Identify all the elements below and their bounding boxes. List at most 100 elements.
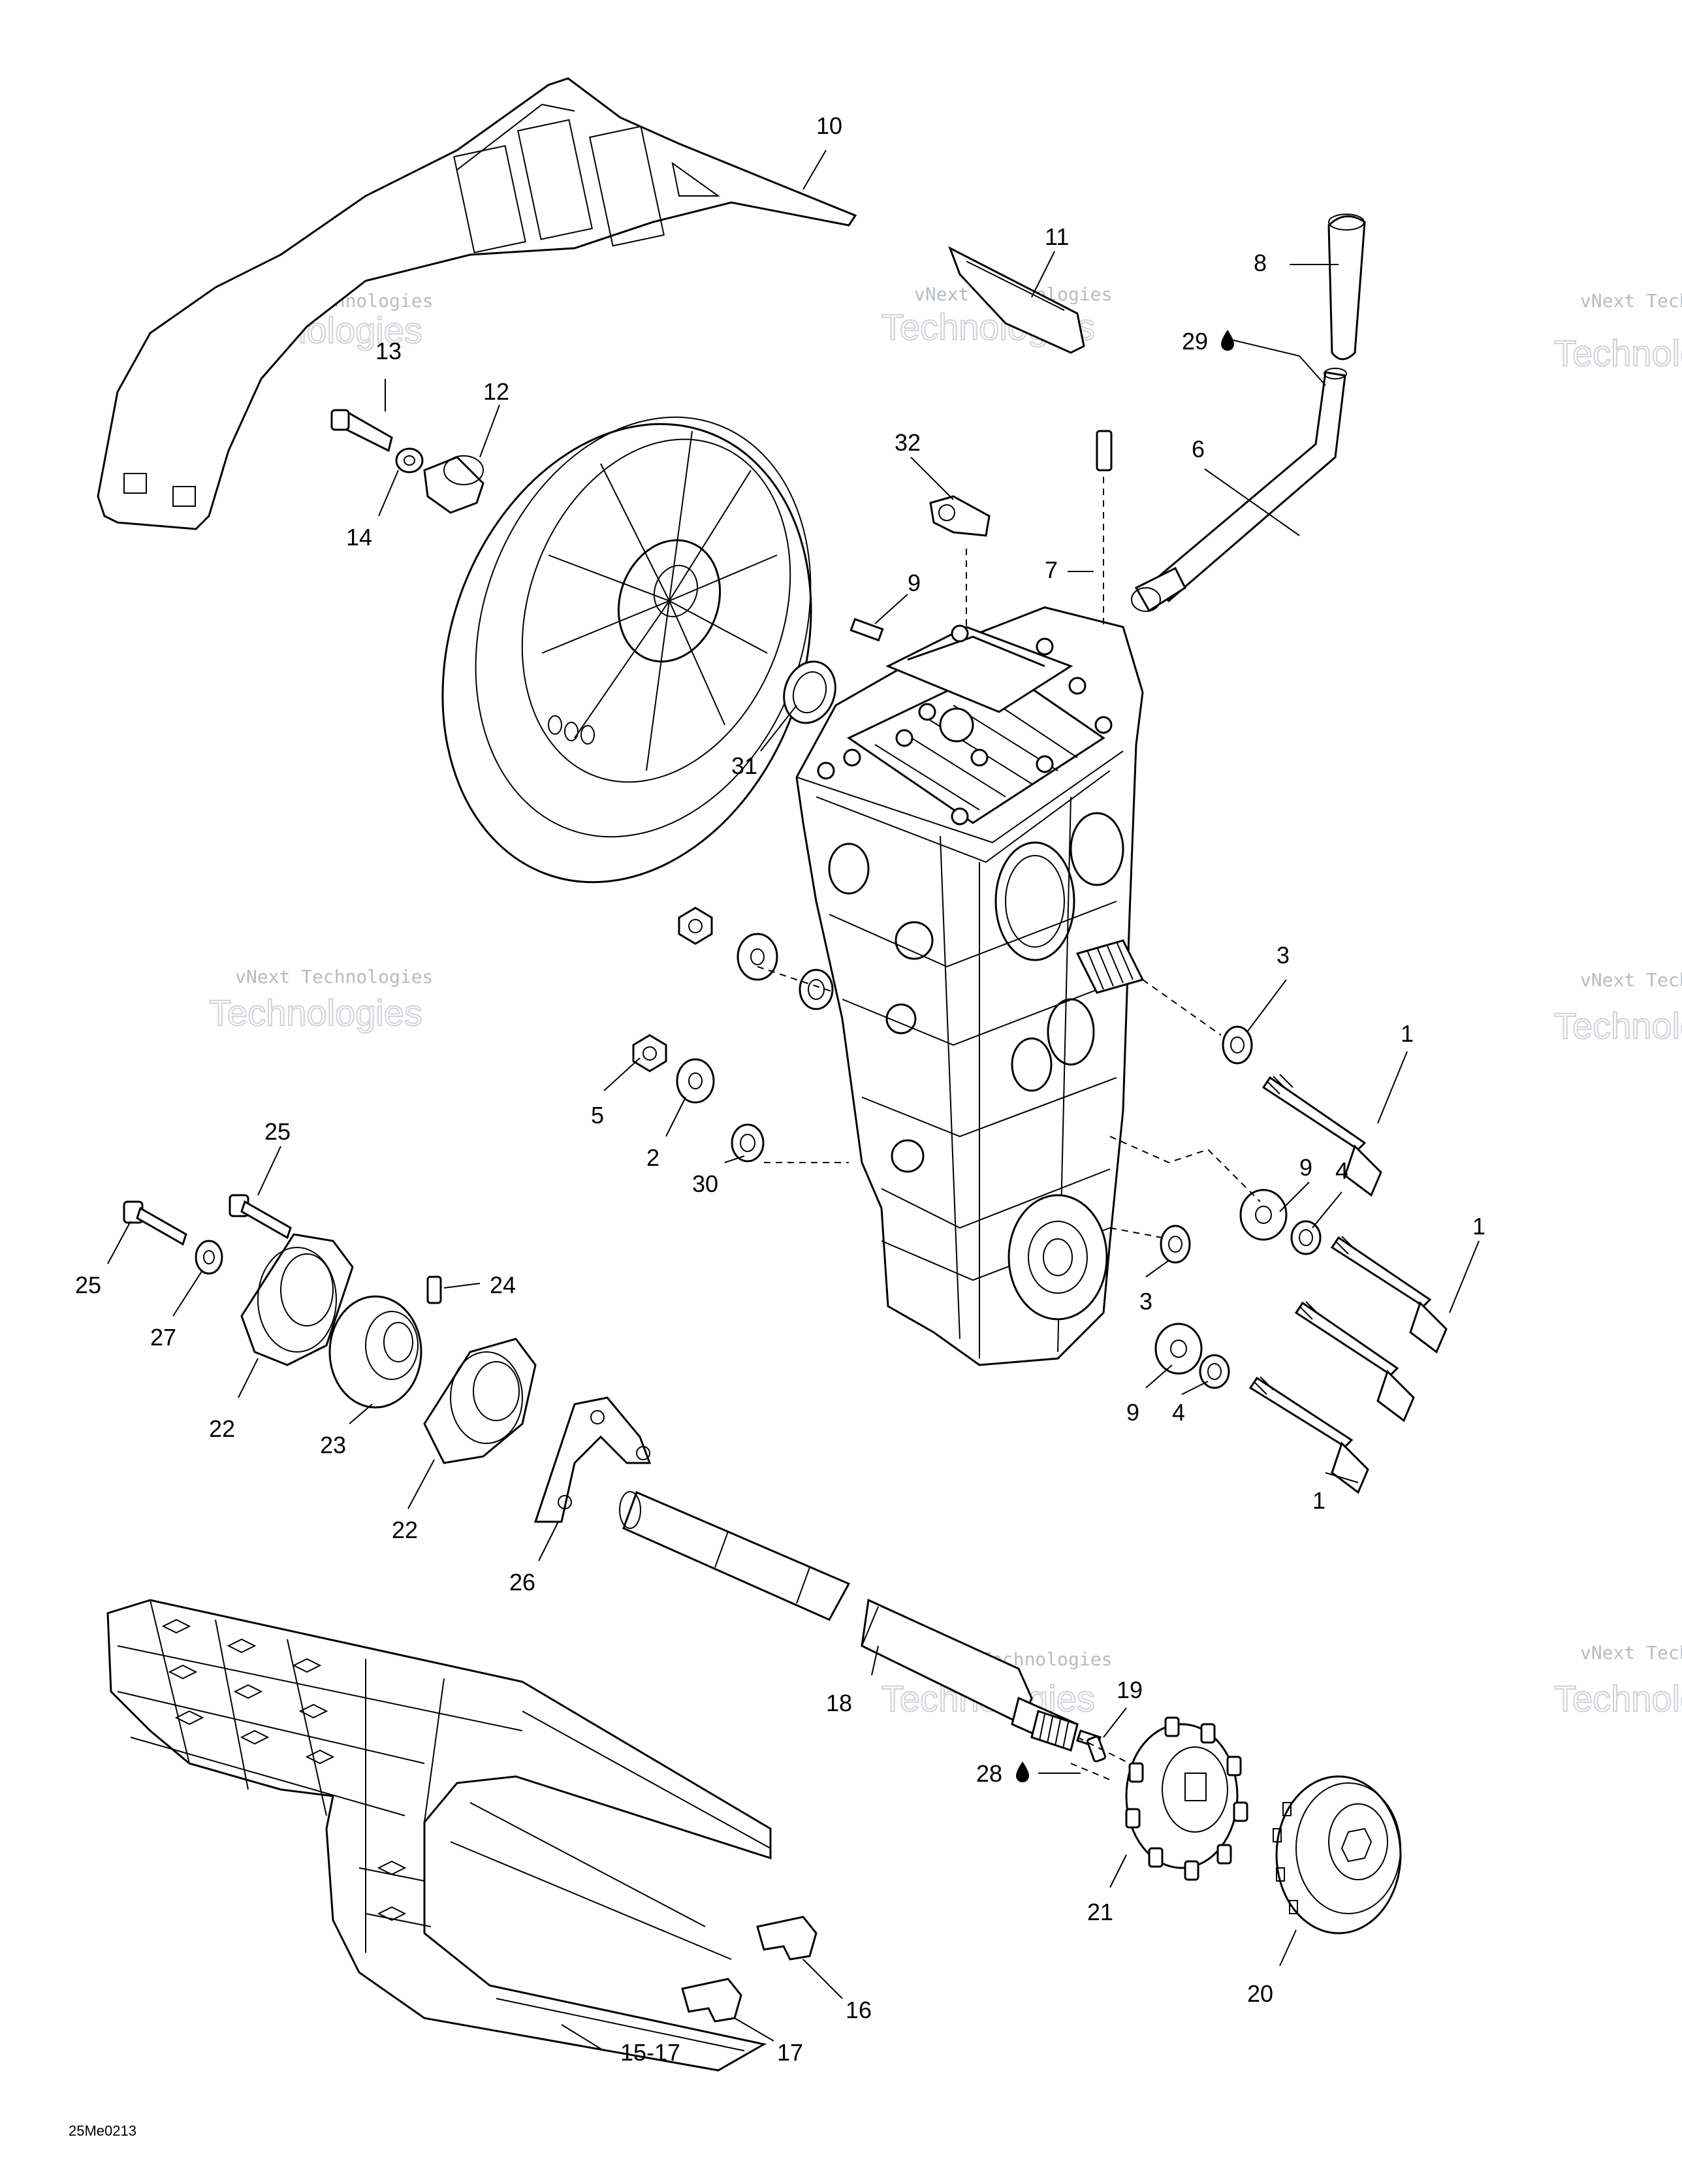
callout-21: 21 [1087, 1899, 1113, 1925]
watermark-text: vNext Technologies [1580, 1642, 1682, 1663]
callout-18: 18 [826, 1690, 852, 1716]
part-25-bolt [229, 1194, 292, 1240]
part-9-washer [1154, 1323, 1203, 1375]
callout-7: 7 [1045, 556, 1058, 583]
callout-23: 23 [320, 1432, 346, 1458]
part-15-track [106, 1599, 772, 2072]
callout-22: 22 [392, 1517, 418, 1543]
part-21-sprocket [1125, 1716, 1248, 1881]
gearbox-output-spline [1075, 939, 1145, 994]
part-19-setscrew [1087, 1735, 1106, 1763]
callout-17: 17 [777, 2039, 803, 2066]
part-27-washer [195, 1240, 223, 1275]
part-5-nut [632, 1034, 667, 1072]
callout-16: 16 [846, 1997, 872, 2023]
callout-19: 19 [1117, 1677, 1143, 1703]
part-25-bolt [123, 1200, 187, 1246]
callout-9: 9 [1126, 1399, 1139, 1426]
leader-lines [107, 150, 1480, 2051]
part-3-washer [1222, 1025, 1253, 1065]
callout-25: 25 [75, 1272, 101, 1298]
part-9-key [849, 618, 884, 642]
watermark-outline: Technologies [1554, 1005, 1682, 1046]
callout-30: 30 [692, 1170, 718, 1197]
oil-drop-icon [1016, 1761, 1029, 1782]
watermark-text: vNext Technologies [1580, 290, 1682, 312]
part-1-bolt [1262, 1074, 1382, 1197]
part-1-bolt [1248, 1376, 1369, 1494]
callout-9: 9 [1299, 1154, 1312, 1181]
callout-14: 14 [346, 524, 372, 551]
callout-13: 13 [375, 338, 402, 364]
part-22-bearing-flange [240, 1233, 354, 1366]
callout-29: 29 [1182, 328, 1208, 355]
part-31-oring [783, 660, 836, 724]
callout-25: 25 [264, 1118, 291, 1145]
part-8-lever-grip [1327, 214, 1366, 361]
callout-32: 32 [895, 429, 921, 456]
part-23-bearing [328, 1295, 422, 1409]
callout-24: 24 [490, 1272, 516, 1298]
part-12-spacer [423, 455, 484, 514]
callout-15-17: 15-17 [620, 2039, 680, 2066]
axle-spline-end [1030, 1710, 1079, 1752]
callout-20: 20 [1247, 1980, 1273, 2007]
part-2-washer [737, 933, 778, 981]
part-16-clip [756, 1916, 817, 1961]
gearbox-lower-bearing [1008, 1194, 1108, 1321]
part-14-washer [395, 447, 424, 474]
part-13-bolt [330, 409, 393, 453]
callout-2: 2 [646, 1144, 659, 1171]
callout-26: 26 [509, 1569, 535, 1596]
watermark-text: vNext Technologies [1580, 969, 1682, 991]
part-18-drive-axle [619, 1490, 1102, 1752]
part-30-washer [731, 1123, 765, 1163]
callout-10: 10 [816, 112, 842, 139]
callout-3: 3 [1139, 1288, 1152, 1315]
watermark-outline: Technologies [1554, 332, 1682, 374]
callout-22: 22 [209, 1415, 235, 1442]
callout-1: 1 [1472, 1213, 1485, 1240]
callout-4: 4 [1172, 1399, 1185, 1426]
watermark-text: vNext Technologies [235, 966, 433, 988]
part-9-washer [1239, 1189, 1288, 1241]
part-gearbox-housing [795, 606, 1145, 1366]
part-4-lockwasher [1199, 1354, 1230, 1389]
part-2-washer [676, 1058, 715, 1104]
callout-1: 1 [1312, 1487, 1325, 1514]
callout-9: 9 [908, 570, 921, 596]
callout-31: 31 [731, 752, 757, 779]
part-30-washer [799, 969, 834, 1010]
part-6-shift-lever [1131, 368, 1347, 613]
part-32-bracket [929, 495, 991, 537]
watermark-outline: Technologies [209, 992, 422, 1033]
callout-6: 6 [1192, 436, 1205, 462]
part-7-pin [1096, 430, 1113, 472]
part-22-bearing-flange [423, 1338, 537, 1464]
assembly-lines [757, 477, 1261, 1780]
callout-27: 27 [150, 1324, 176, 1351]
callout-12: 12 [483, 378, 509, 405]
oil-drop-icon [1221, 330, 1234, 351]
watermark-outline: Technologies [1554, 1678, 1682, 1719]
callout-5: 5 [591, 1102, 604, 1129]
callout-11: 11 [1045, 223, 1069, 250]
callout-4: 4 [1335, 1157, 1348, 1184]
callout-labels: 10 11 8 29 6 12 13 14 32 7 9 31 3 1 5 2 … [75, 112, 1485, 2066]
part-17-clip [681, 1978, 742, 2023]
part-11-gasket [948, 246, 1085, 354]
part-5-nut [678, 907, 713, 945]
part-1-bolt [1294, 1301, 1415, 1422]
part-3-washer [1160, 1225, 1191, 1264]
driven-pulley [441, 416, 812, 884]
callout-28: 28 [976, 1760, 1002, 1787]
callout-8: 8 [1254, 249, 1267, 276]
part-20-idler-wheel [1273, 1775, 1402, 1935]
part-24-setscrew [426, 1276, 442, 1304]
callout-1: 1 [1401, 1020, 1414, 1047]
part-10-guard [97, 77, 857, 530]
part-1-bolt [1330, 1236, 1448, 1354]
callout-3: 3 [1277, 942, 1290, 969]
part-26-plate [533, 1396, 652, 1523]
